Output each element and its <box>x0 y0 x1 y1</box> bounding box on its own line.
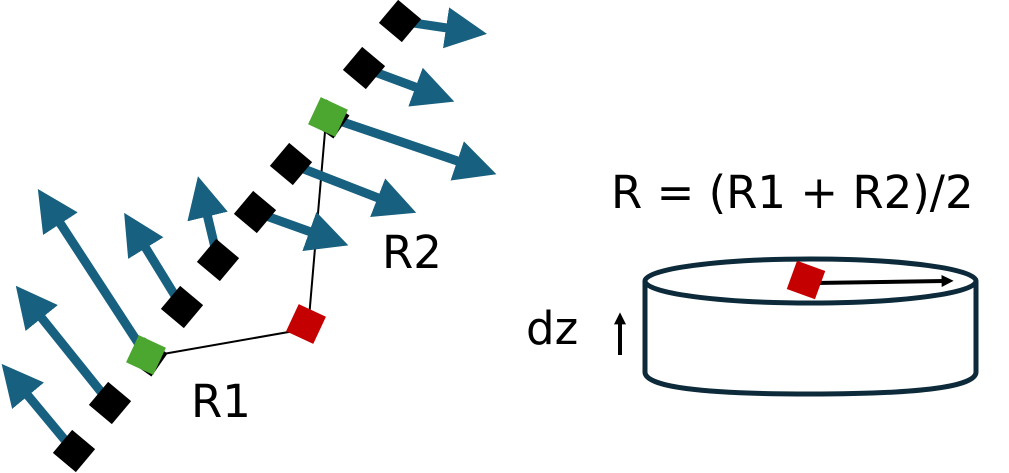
cylinder-center-point <box>786 260 826 300</box>
vector-arrow <box>326 112 497 181</box>
cylinder-top <box>642 256 979 306</box>
atom <box>88 381 132 425</box>
vector-arrow <box>289 159 417 218</box>
vector-arrow <box>37 189 150 358</box>
atom <box>269 142 313 186</box>
atom <box>342 46 386 90</box>
radius-line-r1 <box>145 329 301 358</box>
atom <box>196 238 240 282</box>
cylinder-body <box>642 281 979 397</box>
label-r2: R2 <box>382 226 442 279</box>
center-point <box>286 304 326 344</box>
label-r1: R1 <box>191 375 251 428</box>
atom-highlighted <box>308 97 348 137</box>
atom <box>378 0 422 43</box>
atoms-group <box>52 0 422 473</box>
radius-line-r2 <box>308 119 327 319</box>
atom-highlighted <box>126 335 166 375</box>
label-dz: dz <box>526 302 578 355</box>
atom <box>52 429 96 473</box>
vector-arrow <box>15 285 114 406</box>
formula-label: R = (R1 + R2)/2 <box>611 166 974 219</box>
atom <box>160 285 204 329</box>
cylinder <box>642 256 979 397</box>
atom <box>233 190 277 234</box>
cylinder-radius-arrow <box>814 275 954 288</box>
